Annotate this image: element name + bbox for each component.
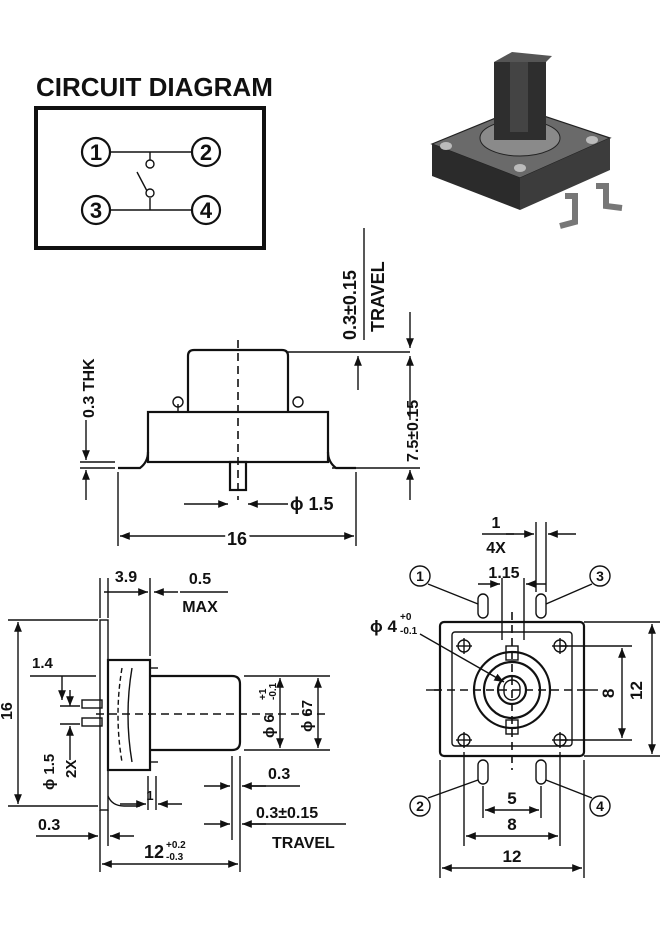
- side-lead-right: [326, 451, 356, 470]
- top-pin: [535, 593, 547, 619]
- dim-5: 5: [507, 789, 516, 808]
- left-travel-label: TRAVEL: [272, 835, 335, 852]
- left-view: 3.9 0.5 MAX 16 1.4 ϕ 1.5 2X ϕ 6 +1 -0.1 …: [0, 569, 346, 872]
- actuator-side: [150, 674, 242, 752]
- dim-12-tol-minus: -0.3: [166, 852, 184, 863]
- switch-base-right: [520, 138, 610, 210]
- pin-3-label: 3: [90, 198, 102, 223]
- dim-12-left: 12: [144, 842, 164, 862]
- top-pin-4-label: 4: [596, 798, 604, 814]
- top-pin-1-circle: [409, 565, 431, 587]
- corner-pin: [586, 136, 598, 144]
- switch-contact-top: [145, 159, 155, 169]
- switch-lever: [136, 171, 148, 192]
- side-view: 0.3 THK 0.3±0.15 TRAVEL 7.5±0.15 ϕ 1.5 1…: [80, 228, 422, 552]
- switch-lead: [596, 183, 623, 211]
- top-view: 1 3 2 4 1 4X 1.15 ϕ 4 +0 -0.1 8: [370, 515, 660, 878]
- dim-1: 1: [492, 515, 501, 532]
- top-pin-3-label: 3: [596, 568, 604, 584]
- top-pin-4-circle: [589, 795, 611, 817]
- dim-3-9: 3.9: [115, 569, 137, 586]
- switch-lead: [559, 193, 578, 229]
- height-label: 7.5±0.15: [405, 400, 422, 462]
- side-rivet: [172, 396, 184, 408]
- top-pin: [535, 759, 547, 785]
- top-pin: [477, 593, 489, 619]
- pin-2-label: 2: [200, 140, 212, 165]
- circuit-diagram: CIRCUIT DIAGRAM 1 2 3 4: [34, 72, 273, 250]
- dim-12-tol-plus: +0.2: [166, 840, 186, 851]
- dia-67: ϕ 67: [299, 700, 316, 732]
- dia-4: ϕ 4: [370, 617, 397, 636]
- side-rivet: [292, 396, 304, 408]
- qty-4x: 4X: [486, 540, 506, 557]
- top-pin-2-circle: [409, 795, 431, 817]
- dim-1-small: 1: [146, 788, 153, 803]
- corner-pin: [440, 142, 452, 150]
- dia-1-5: ϕ 1.5: [41, 754, 58, 790]
- max-label: MAX: [182, 599, 218, 616]
- dim-0-3-right: 0.3: [268, 766, 290, 783]
- product-photo: [430, 52, 623, 229]
- dim-1-15: 1.15: [488, 565, 519, 582]
- qty-2x: 2X: [63, 760, 80, 778]
- top-pin-1-label: 1: [416, 568, 424, 584]
- top-pin: [477, 759, 489, 785]
- left-travel-value: 0.3±0.15: [256, 805, 318, 822]
- thk-label: 0.3 THK: [81, 358, 98, 418]
- dim-8-v: 8: [599, 689, 618, 698]
- dim-8-h: 8: [507, 815, 516, 834]
- side-travel-value: 0.3±0.15: [340, 270, 360, 340]
- dim-1-4: 1.4: [32, 655, 54, 672]
- actuator-top: [494, 52, 552, 62]
- switch-base-left: [432, 144, 520, 210]
- dim-12-h: 12: [503, 847, 522, 866]
- side-actuator: [186, 348, 290, 412]
- dia-4-tol-minus: -0.1: [400, 626, 418, 637]
- switch-contact-bottom: [145, 188, 155, 198]
- dia-6-tol-plus: +1: [258, 688, 269, 700]
- dim-16: 16: [0, 702, 16, 720]
- circuit-title: CIRCUIT DIAGRAM: [36, 72, 273, 102]
- pin-4-label: 4: [200, 198, 213, 223]
- side-lead-left: [118, 451, 150, 470]
- circuit-frame: [34, 106, 266, 250]
- lead-plate: [99, 619, 109, 811]
- top-pin-2-label: 2: [416, 798, 424, 814]
- dia-4-tol-plus: +0: [400, 612, 412, 623]
- dia-6: ϕ 6: [261, 714, 278, 738]
- dim-0-5: 0.5: [189, 571, 211, 588]
- actuator-highlight: [510, 62, 528, 132]
- dia-6-tol-minus: -0.1: [268, 682, 279, 700]
- dim-12-v: 12: [627, 681, 646, 700]
- top-pin-3-circle: [589, 565, 611, 587]
- body-side: [106, 658, 152, 772]
- pin-dia-label: ϕ 1.5: [290, 494, 334, 514]
- pin-1-label: 1: [90, 140, 102, 165]
- corner-pin: [514, 164, 526, 172]
- width-label: 16: [227, 529, 247, 549]
- side-travel-label: TRAVEL: [368, 261, 388, 332]
- dim-0-3-left: 0.3: [38, 817, 60, 834]
